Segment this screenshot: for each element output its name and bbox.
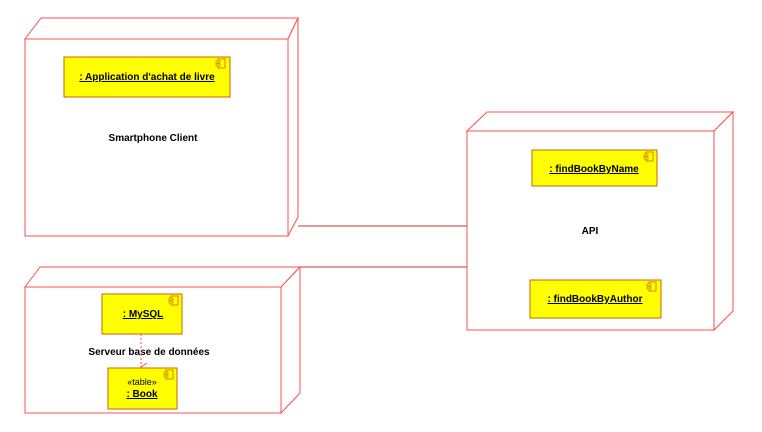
- component-label-book: : Book: [126, 389, 158, 400]
- component-book-table[interactable]: «table» : Book: [107, 367, 178, 410]
- component-find-book-by-author[interactable]: : findBookByAuthor: [529, 279, 662, 319]
- component-stereotype-table: «table»: [127, 377, 157, 387]
- component-icon: [163, 369, 174, 380]
- node-label-smartphone: Smartphone Client: [109, 133, 199, 144]
- component-label-application: : Application d'achat de livre: [79, 72, 215, 83]
- component-icon: [215, 58, 226, 69]
- component-icon: [646, 281, 657, 292]
- component-label-find-by-name: : findBookByName: [549, 164, 639, 175]
- component-icon: [643, 151, 654, 162]
- component-application-achat[interactable]: : Application d'achat de livre: [63, 56, 231, 98]
- component-find-book-by-name[interactable]: : findBookByName: [531, 149, 658, 187]
- node-label-api: API: [582, 226, 599, 237]
- component-label-find-by-author: : findBookByAuthor: [548, 294, 643, 305]
- node-label-db-server: Serveur base de données: [88, 347, 210, 358]
- component-mysql[interactable]: : MySQL: [101, 293, 183, 335]
- component-icon: [168, 295, 179, 306]
- node-smartphone-client[interactable]: Smartphone Client: [23, 17, 299, 237]
- component-label-mysql: : MySQL: [123, 309, 164, 320]
